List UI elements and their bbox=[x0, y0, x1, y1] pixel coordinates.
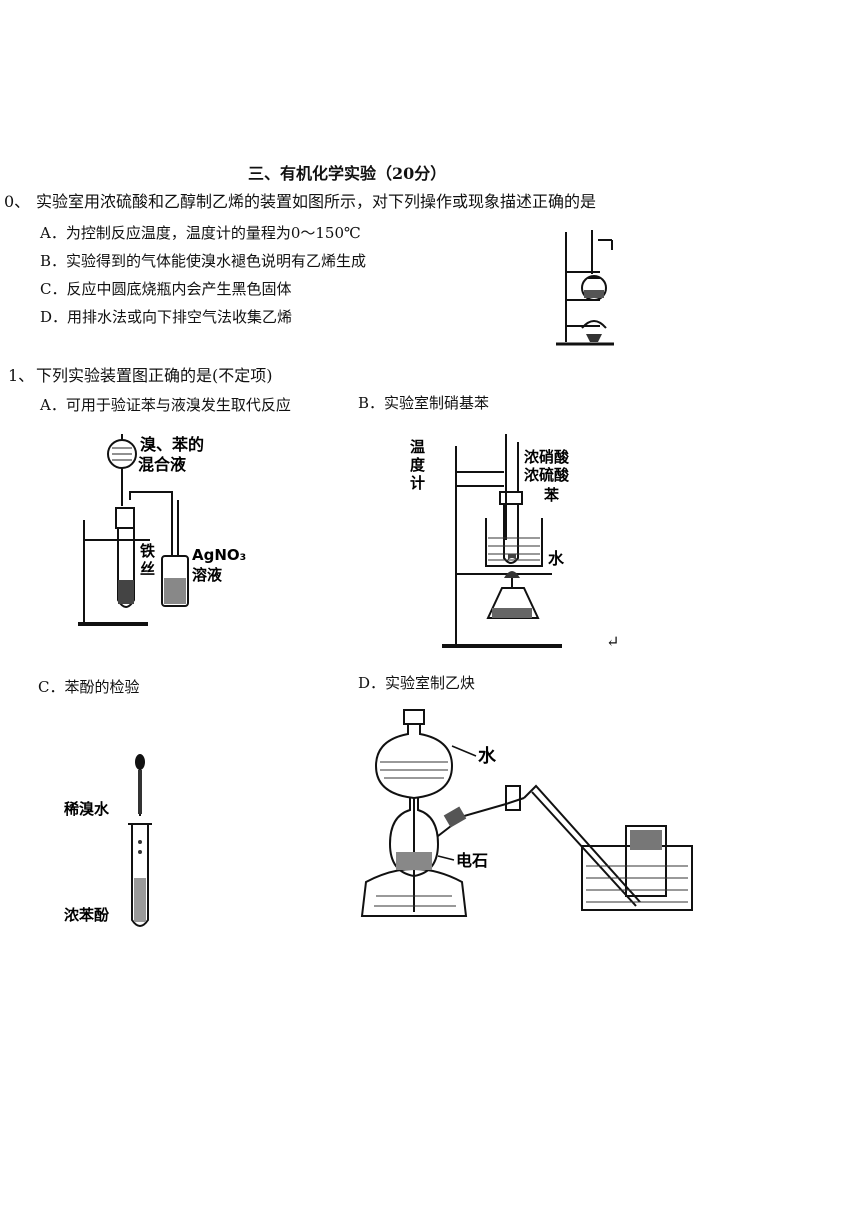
fig-d-label-2: 电石 bbox=[456, 851, 488, 870]
fig-b-label-4: 浓硝酸 bbox=[524, 448, 570, 466]
fig-a-label-1: 溴、苯的 bbox=[140, 435, 204, 454]
acetylene-apparatus-figure: 水 电石 bbox=[360, 709, 693, 917]
q11-option-a: A．可用于验证苯与液溴发生取代反应 bbox=[40, 396, 291, 414]
return-mark: ↵ bbox=[606, 632, 620, 651]
bromobenzene-apparatus-figure: 溴、苯的 混合液 铁 丝 AgNO₃ 溶液 bbox=[78, 434, 246, 626]
q10-option-a: A．为控制反应温度，温度计的量程为0～150℃ bbox=[40, 224, 361, 242]
fig-b-label-6: 苯 bbox=[543, 486, 560, 504]
fig-a-label-2: 混合液 bbox=[138, 455, 187, 474]
fig-c-label-1: 稀溴水 bbox=[64, 800, 110, 818]
nitrobenzene-apparatus-figure: 温 度 计 浓硝酸 浓硫酸 苯 水 bbox=[410, 434, 570, 648]
q11-number: 1、 bbox=[8, 366, 35, 385]
fig-a-label-6: 溶液 bbox=[192, 566, 223, 584]
q11-stem: 下列实验装置图正确的是(不定项) bbox=[36, 366, 273, 385]
fig-b-label-3: 计 bbox=[410, 474, 425, 492]
q10-number: 0、 bbox=[4, 192, 31, 211]
ethylene-apparatus-figure bbox=[556, 230, 614, 346]
q11-option-b: B．实验室制硝基苯 bbox=[358, 394, 490, 412]
fig-b-label-7: 水 bbox=[548, 549, 565, 568]
phenol-test-figure: 稀溴水 浓苯酚 bbox=[64, 754, 152, 927]
q11-option-d: D．实验室制乙炔 bbox=[358, 674, 476, 692]
q10-stem: 实验室用浓硫酸和乙醇制乙烯的装置如图所示，对下列操作或现象描述正确的是 bbox=[36, 192, 597, 211]
section-title: 三、有机化学实验（20分） bbox=[248, 164, 447, 183]
q10-option-b: B．实验得到的气体能使溴水褪色说明有乙烯生成 bbox=[40, 252, 367, 270]
fig-b-label-1: 温 bbox=[410, 438, 425, 456]
fig-a-label-5: AgNO₃ bbox=[192, 546, 246, 564]
fig-a-label-4: 丝 bbox=[140, 560, 155, 578]
fig-d-label-1: 水 bbox=[478, 745, 497, 767]
fig-b-label-2: 度 bbox=[410, 456, 426, 474]
q10-option-d: D．用排水法或向下排空气法收集乙烯 bbox=[40, 308, 293, 326]
fig-b-label-5: 浓硫酸 bbox=[524, 466, 570, 484]
q10-option-c: C．反应中圆底烧瓶内会产生黑色固体 bbox=[40, 280, 292, 298]
q11-option-c: C．苯酚的检验 bbox=[38, 678, 140, 696]
fig-a-label-3: 铁 bbox=[140, 542, 155, 560]
fig-c-label-2: 浓苯酚 bbox=[64, 906, 110, 924]
